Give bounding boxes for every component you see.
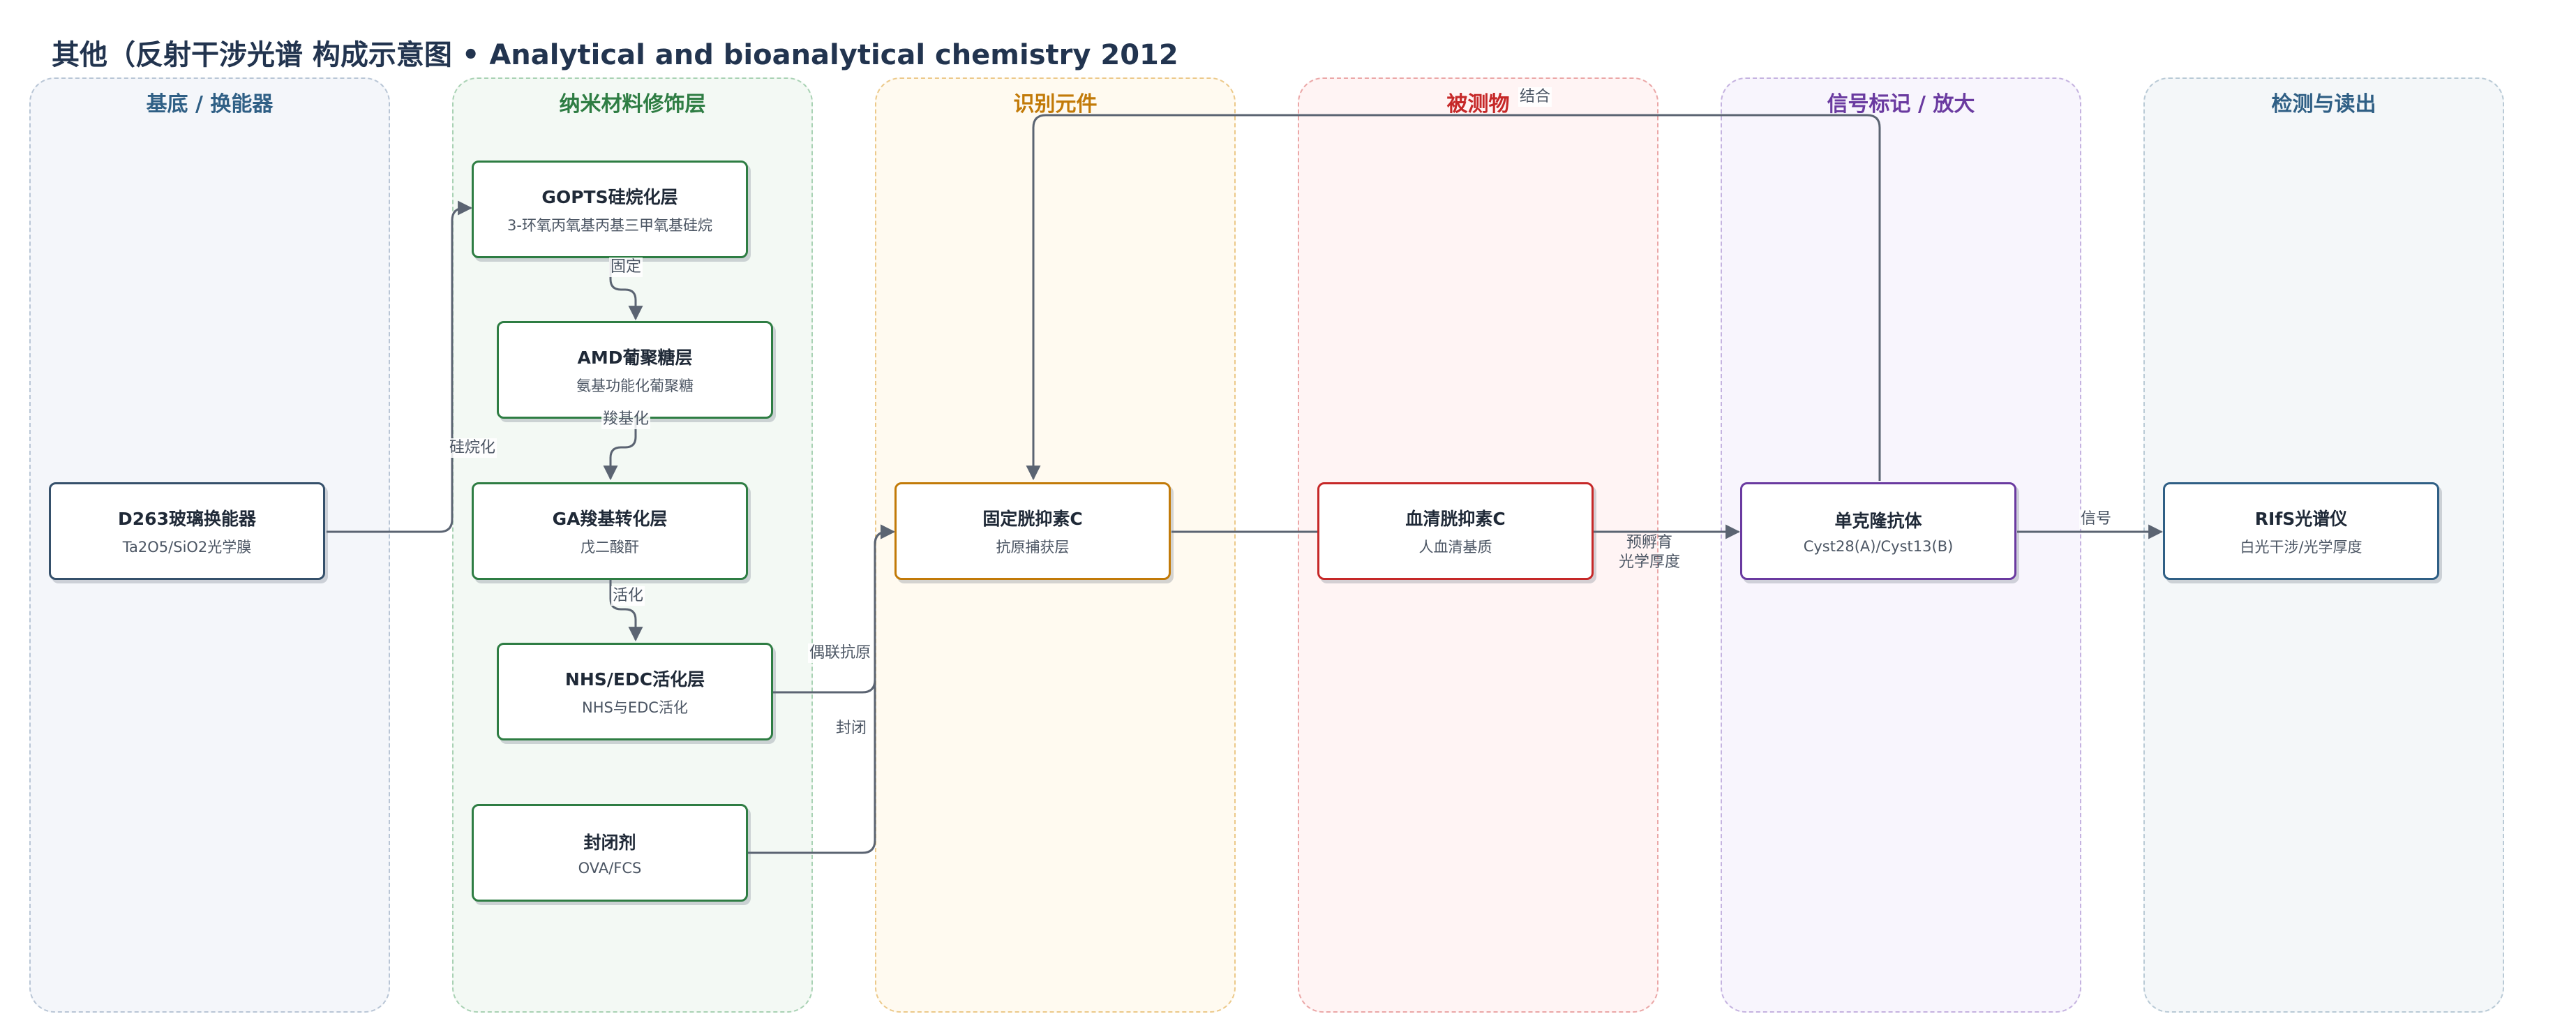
node-rifs-title: RIfS光谱仪	[2254, 509, 2348, 529]
node-antibody-title: 单克隆抗体	[1834, 511, 1922, 531]
node-amd-subtitle: 氨基功能化葡聚糖	[576, 378, 694, 394]
lane-title-nano: 纳米材料修饰层	[559, 92, 706, 117]
edge-block-cystatin	[747, 524, 896, 854]
lane-title-readout: 检测与读出	[2271, 92, 2376, 117]
page-title: 其他（反射干涉光谱 构成示意图 • Analytical and bioanal…	[52, 39, 1178, 71]
node-antibody-subtitle: Cyst28(A)/Cyst13(B)	[1803, 538, 1954, 555]
node-nhs-subtitle: NHS与EDC活化	[582, 699, 688, 716]
node-amd-title: AMD葡聚糖层	[577, 348, 693, 368]
edge-label-preincubate: 预孵育 光学厚度	[1617, 533, 1682, 572]
lane-title-signal: 信号标记 / 放大	[1827, 92, 1975, 117]
node-gopts-subtitle: 3-环氧丙氧基丙基三甲氧基硅烷	[507, 217, 712, 234]
edge-label-activate: 活化	[611, 586, 645, 606]
node-block: 封闭剂 OVA/FCS	[472, 804, 748, 902]
edge-label-seal: 封闭	[834, 719, 869, 738]
node-gopts: GOPTS硅烷化层 3-环氧丙氧基丙基三甲氧基硅烷	[472, 161, 748, 258]
node-gopts-title: GOPTS硅烷化层	[541, 187, 678, 207]
node-cystatin: 固定胱抑素C 抗原捕获层	[894, 482, 1171, 580]
edge-label-silanize: 硅烷化	[448, 438, 497, 458]
edge-label-signal: 信号	[2079, 509, 2113, 529]
node-serum-subtitle: 人血清基质	[1418, 539, 1492, 556]
lane-title-substrate: 基底 / 换能器	[146, 92, 274, 117]
node-d263-subtitle: Ta2O5/SiO2光学膜	[122, 539, 252, 556]
node-block-title: 封闭剂	[583, 833, 636, 853]
node-antibody: 单克隆抗体 Cyst28(A)/Cyst13(B)	[1740, 482, 2016, 580]
edge-gopts-amd	[609, 259, 643, 321]
edge-label-fix: 固定	[609, 258, 643, 277]
lane-title-recognition: 识别元件	[1013, 92, 1098, 117]
node-serum: 血清胱抑素C 人血清基质	[1317, 482, 1594, 580]
node-amd: AMD葡聚糖层 氨基功能化葡聚糖	[497, 321, 773, 419]
node-nhs: NHS/EDC活化层 NHS与EDC活化	[497, 643, 773, 740]
node-cystatin-title: 固定胱抑素C	[982, 509, 1083, 529]
edge-d263-gopts	[327, 200, 473, 533]
edge-ga-nhs	[609, 580, 643, 642]
edge-amd-ga	[603, 419, 637, 481]
node-block-subtitle: OVA/FCS	[578, 860, 642, 877]
node-nhs-title: NHS/EDC活化层	[564, 669, 705, 690]
node-ga-title: GA羧基转化层	[552, 509, 668, 529]
node-serum-title: 血清胱抑素C	[1405, 509, 1506, 529]
edge-label-preincubate-line1: 预孵育	[1626, 534, 1673, 551]
lane-title-analyte: 被测物	[1446, 92, 1510, 117]
node-rifs: RIfS光谱仪 白光干涉/光学厚度	[2163, 482, 2439, 580]
node-ga-subtitle: 戊二酸酐	[581, 539, 639, 556]
node-d263: D263玻璃换能器 Ta2O5/SiO2光学膜	[49, 482, 325, 580]
edge-label-preincubate-line2: 光学厚度	[1619, 553, 1681, 571]
node-cystatin-subtitle: 抗原捕获层	[996, 539, 1070, 556]
edge-label-carboxyl: 羧基化	[601, 410, 651, 429]
edge-antibody-cystatin	[1026, 114, 1881, 481]
edge-label-couple: 偶联抗原	[808, 643, 873, 663]
node-rifs-subtitle: 白光干涉/光学厚度	[2240, 539, 2362, 556]
node-ga: GA羧基转化层 戊二酸酐	[472, 482, 748, 580]
node-d263-title: D263玻璃换能器	[118, 509, 256, 529]
edge-label-bind: 结合	[1518, 87, 1552, 107]
